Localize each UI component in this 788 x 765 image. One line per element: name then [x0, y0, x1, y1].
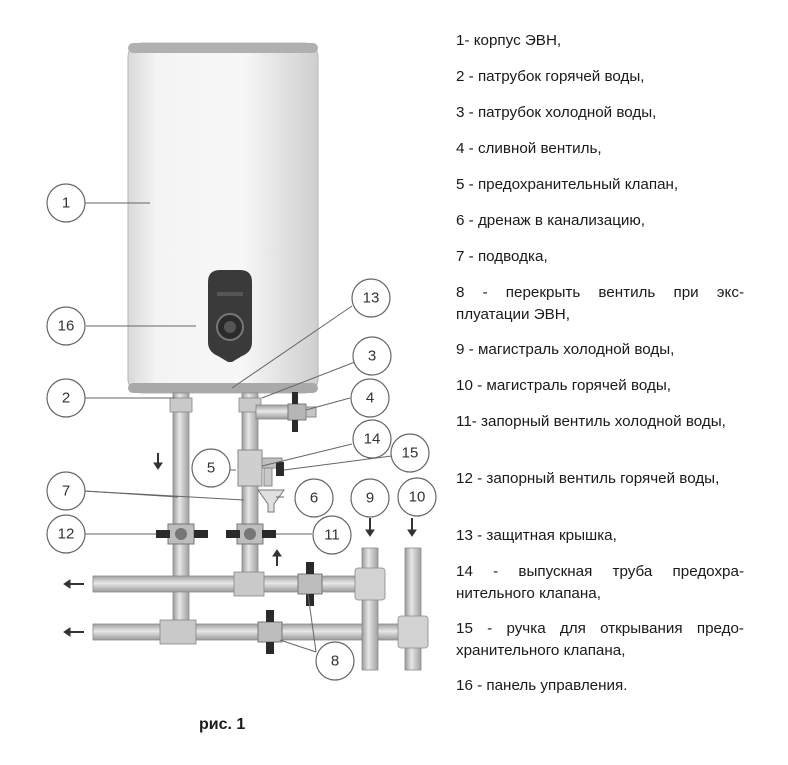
callout-9-label: 9 — [366, 490, 374, 507]
cold-shutoff-valve — [226, 523, 276, 545]
callout-3 — [352, 336, 392, 376]
callout-3-label: 3 — [368, 348, 376, 365]
legend-item: 10 - магистраль горячей воды, — [456, 377, 671, 394]
legend-item: 16 - панель управления. — [456, 677, 628, 694]
callout-5 — [191, 448, 231, 488]
callout-2 — [46, 378, 86, 418]
legend-item: 15 - ручка для открывания предо-хранител… — [456, 620, 744, 659]
callout-16-label: 16 — [58, 318, 75, 335]
drain-funnel — [257, 489, 285, 513]
control-panel — [208, 270, 252, 362]
legend-item: 9 - магистраль холодной воды, — [456, 341, 675, 358]
callout-4-label: 4 — [366, 390, 374, 407]
legend-item: 14 - выпускная труба предохра-нительного… — [456, 563, 744, 602]
legend-item: 2 - патрубок горячей воды, — [456, 68, 645, 85]
callout-11-label: 11 — [324, 527, 340, 544]
callout-4 — [350, 378, 390, 418]
bypass-valve-lower — [257, 610, 283, 654]
leader-lines — [83, 202, 393, 653]
hot-water-outlet-pipe — [172, 392, 190, 629]
hot-main-pipe — [404, 547, 422, 671]
callout-16 — [46, 306, 86, 346]
callout-12 — [46, 514, 86, 554]
callouts — [46, 183, 437, 681]
callout-9 — [350, 478, 390, 518]
legend-item: 8 - перекрыть вентиль при экс-плуатации … — [456, 284, 744, 323]
callout-10-label: 10 — [409, 489, 426, 506]
callout-2-label: 2 — [62, 390, 70, 407]
legend-item: 5 - предохранительный клапан, — [456, 176, 679, 193]
legend-item: 4 - сливной вентиль, — [456, 140, 602, 157]
callout-7 — [46, 471, 86, 511]
callout-6 — [294, 478, 334, 518]
cold-water-inlet-pipe — [241, 392, 259, 590]
callout-15 — [390, 433, 430, 473]
callout-15-label: 15 — [402, 445, 419, 462]
callout-12-label: 12 — [58, 526, 75, 543]
safety-valve — [237, 449, 284, 487]
flow-arrows — [63, 453, 417, 637]
callout-14-label: 14 — [364, 431, 381, 448]
legend-item: 11- запорный вентиль холодной воды, — [456, 413, 726, 430]
legend-item: 7 - подводка, — [456, 248, 548, 265]
figure-caption: рис. 1 — [199, 716, 246, 733]
legend-item: 6 - дренаж в канализацию, — [456, 212, 646, 229]
hot-shutoff-valve — [156, 523, 208, 545]
cold-main-pipe — [361, 547, 379, 671]
callout-1-label: 1 — [62, 195, 70, 212]
legend-item: 13 - защитная крышка, — [456, 527, 617, 544]
legend-item: 1- корпус ЭВН, — [456, 32, 562, 49]
callout-8 — [315, 641, 355, 681]
drain-valve — [287, 392, 317, 432]
legend-list: 1- корпус ЭВН, 2 - патрубок горячей воды… — [456, 30, 744, 711]
callout-1 — [46, 183, 86, 223]
callout-11 — [312, 515, 352, 555]
callout-6-label: 6 — [310, 490, 318, 507]
legend-item: 3 - патрубок холодной воды, — [456, 104, 657, 121]
legend-item: 12 - запорный вентиль горячей воды, — [456, 470, 720, 487]
tank-body — [127, 42, 319, 394]
callout-7-label: 7 — [62, 483, 70, 500]
callout-14 — [352, 419, 392, 459]
bypass-valve-upper — [297, 562, 323, 606]
callout-10 — [397, 477, 437, 517]
callout-13-label: 13 — [363, 290, 380, 307]
callout-5-label: 5 — [207, 460, 215, 477]
callout-13 — [351, 278, 391, 318]
water-heater-diagram: 1 16 2 13 3 4 14 15 5 6 7 9 10 12 11 8 — [46, 42, 437, 681]
callout-8-label: 8 — [331, 653, 339, 670]
